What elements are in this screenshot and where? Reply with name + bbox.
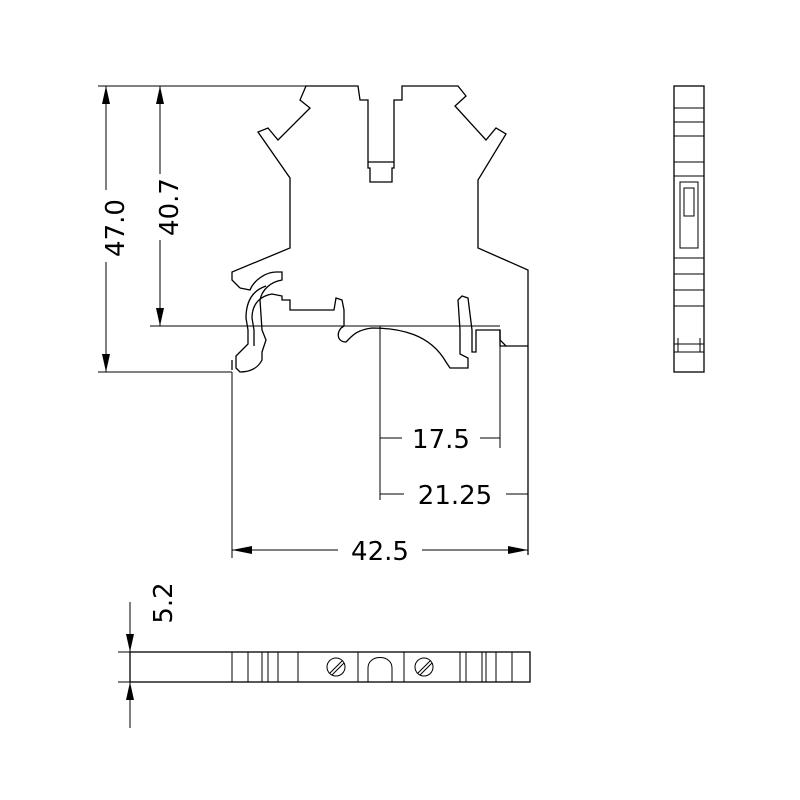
bottom-view <box>129 651 531 683</box>
dim-overall-height: 47.0 <box>101 86 131 372</box>
dim-half-width: 17.5 <box>380 425 500 455</box>
dim-overall-width: 42.5 <box>232 537 528 567</box>
screw-right-icon <box>414 657 434 677</box>
dim-label-21-25: 21.25 <box>418 481 492 511</box>
side-view-lines <box>674 107 704 353</box>
rail-clip-left-inner <box>251 293 345 346</box>
dim-thickness: 5.2 <box>126 582 179 728</box>
bottom-view-outline <box>129 651 531 683</box>
rail-clip-left <box>235 271 283 373</box>
side-view-outline <box>673 85 705 373</box>
rail-groove <box>337 295 506 369</box>
dim-label-47: 47.0 <box>101 199 131 257</box>
screw-left-slot <box>329 660 345 676</box>
dim-center-to-edge: 21.25 <box>380 481 528 511</box>
rail-right-notch <box>499 330 528 347</box>
extension-lines <box>98 85 529 683</box>
dim-label-5-2: 5.2 <box>149 582 179 623</box>
screw-right-slot <box>417 660 433 676</box>
dim-label-40-7: 40.7 <box>155 178 185 236</box>
front-view <box>231 85 529 555</box>
dim-label-42-5: 42.5 <box>351 537 409 567</box>
bottom-view-lines <box>231 652 513 682</box>
screw-left-icon <box>326 657 346 677</box>
side-view <box>673 85 705 373</box>
dim-label-17-5: 17.5 <box>412 425 470 455</box>
front-view-outline <box>231 85 529 555</box>
dim-body-height: 40.7 <box>155 86 185 326</box>
